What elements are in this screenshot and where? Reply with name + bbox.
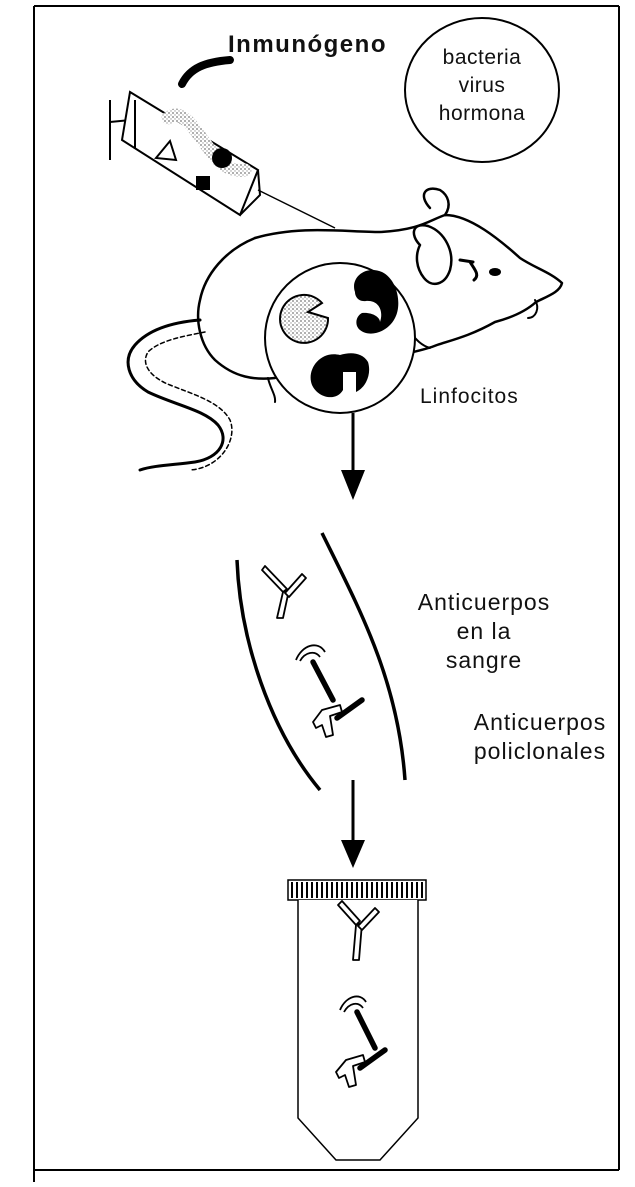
lymphocytes-circle xyxy=(265,263,415,413)
antigen-list: bacteria virus hormona xyxy=(407,44,557,128)
polyclonal-antibodies-label: Anticuerpos policlonales xyxy=(460,708,620,766)
antibody-hook xyxy=(296,645,333,700)
lymphocytes-label: Linfocitos xyxy=(420,382,519,411)
polyclonal-line-1: Anticuerpos xyxy=(460,708,620,737)
arrow-down-2 xyxy=(341,780,365,868)
blood-antibodies-label: Anticuerpos en la sangre xyxy=(404,588,564,675)
arrow-down-1 xyxy=(341,413,365,500)
syringe-icon xyxy=(110,60,335,228)
antibody-bracket xyxy=(313,700,362,737)
antigen-item-bacteria: bacteria xyxy=(407,44,557,72)
blood-antibodies-line-1: Anticuerpos xyxy=(404,588,564,617)
blood-antibodies-line-2: en la xyxy=(404,617,564,646)
blood-antibodies-line-3: sangre xyxy=(404,646,564,675)
lymphocyte-stippled xyxy=(280,295,328,343)
blood-vessel xyxy=(237,533,405,790)
antigen-item-hormone: hormona xyxy=(407,100,557,128)
antibody-y-outline xyxy=(262,566,306,618)
polyclonal-line-2: policlonales xyxy=(460,737,620,766)
antigen-item-virus: virus xyxy=(407,72,557,100)
immunogen-label: Inmunógeno xyxy=(228,30,387,59)
